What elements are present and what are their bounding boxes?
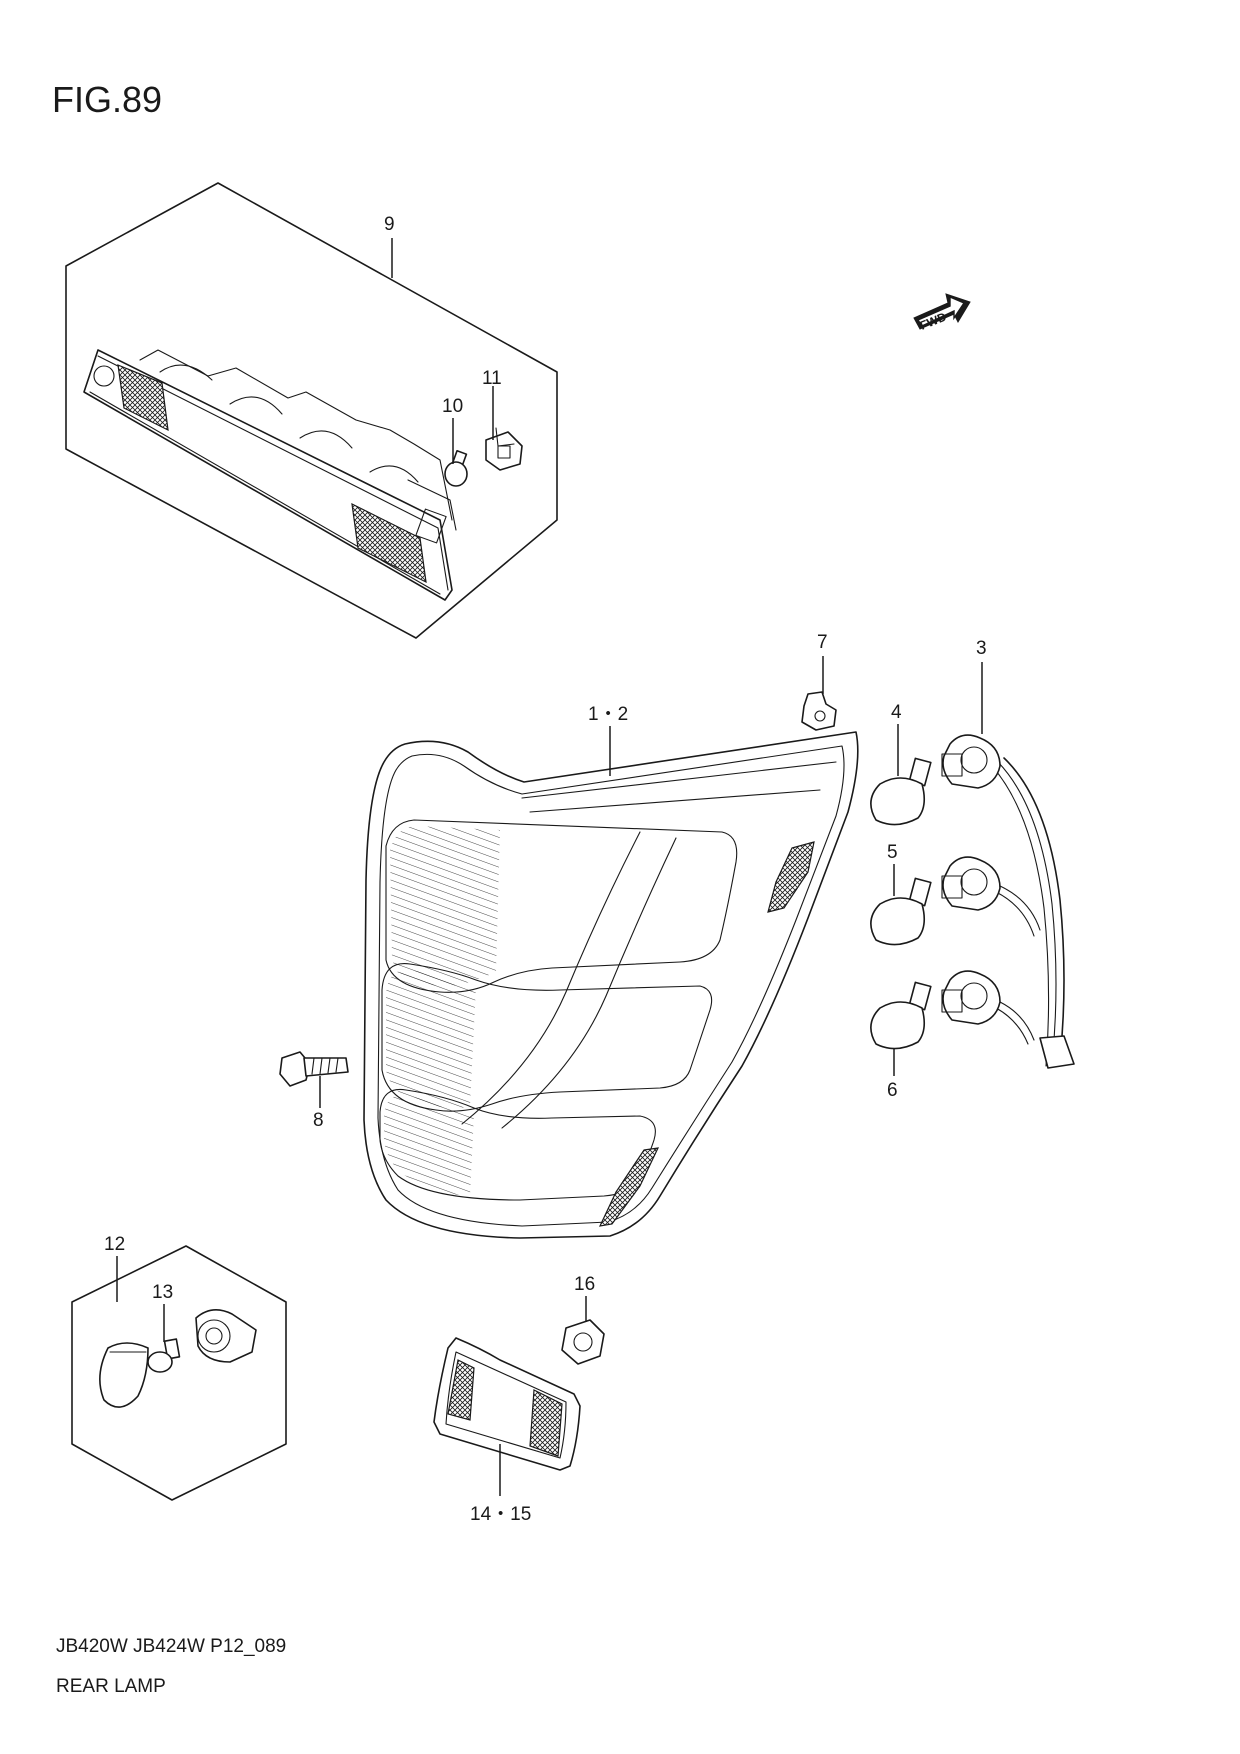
fwd-direction-marker: FWD bbox=[913, 293, 971, 333]
callout-10: 10 bbox=[442, 396, 463, 417]
socket-lower bbox=[941, 970, 1001, 1025]
callout-11: 11 bbox=[482, 368, 502, 389]
bulb-6 bbox=[870, 981, 932, 1076]
socket-upper bbox=[941, 734, 1001, 789]
lamp-socket bbox=[195, 1309, 257, 1363]
socket-11 bbox=[485, 427, 523, 471]
kit-box-9 bbox=[65, 182, 558, 639]
figure-title: FIG.89 bbox=[52, 79, 162, 120]
bulb-10 bbox=[444, 449, 468, 487]
bulb-13 bbox=[147, 1338, 181, 1373]
clip-7 bbox=[801, 656, 837, 731]
bulb-5 bbox=[870, 864, 932, 946]
grommet-16 bbox=[561, 1296, 605, 1365]
callout-7: 7 bbox=[817, 632, 828, 653]
bolt-8 bbox=[279, 1051, 349, 1108]
high-mount-stop-lamp bbox=[83, 349, 457, 601]
callout-4: 4 bbox=[891, 702, 902, 723]
high-mount-lamp-kit bbox=[65, 182, 558, 639]
callout-1-2: 1・2 bbox=[588, 704, 628, 725]
bulb-4 bbox=[870, 724, 932, 826]
socket-harness-3 bbox=[941, 662, 1075, 1069]
side-reflector-upper bbox=[767, 841, 815, 913]
lamp-lens bbox=[99, 1342, 149, 1408]
section-name: REAR LAMP bbox=[56, 1676, 166, 1697]
callout-3: 3 bbox=[976, 638, 987, 659]
rear-reflector bbox=[433, 1337, 581, 1496]
fwd-label: FWD bbox=[918, 309, 949, 332]
callout-14-15: 14・15 bbox=[470, 1504, 531, 1525]
callout-12: 12 bbox=[104, 1234, 125, 1255]
socket-middle bbox=[941, 856, 1001, 911]
callout-labels: 9 10 11 7 3 1・2 4 5 6 8 12 13 16 14・15 bbox=[104, 214, 987, 1525]
callout-13: 13 bbox=[152, 1282, 173, 1303]
license-lamp-kit bbox=[71, 1245, 287, 1501]
callout-6: 6 bbox=[887, 1080, 898, 1101]
callout-16: 16 bbox=[574, 1274, 595, 1295]
callout-8: 8 bbox=[313, 1110, 324, 1131]
rear-combination-lamp bbox=[363, 726, 859, 1239]
kit-box-12 bbox=[71, 1245, 287, 1501]
callout-9: 9 bbox=[384, 214, 395, 235]
model-code: JB420W JB424W P12_089 bbox=[56, 1636, 286, 1657]
callout-5: 5 bbox=[887, 842, 898, 863]
side-reflector-lower bbox=[598, 1147, 660, 1227]
